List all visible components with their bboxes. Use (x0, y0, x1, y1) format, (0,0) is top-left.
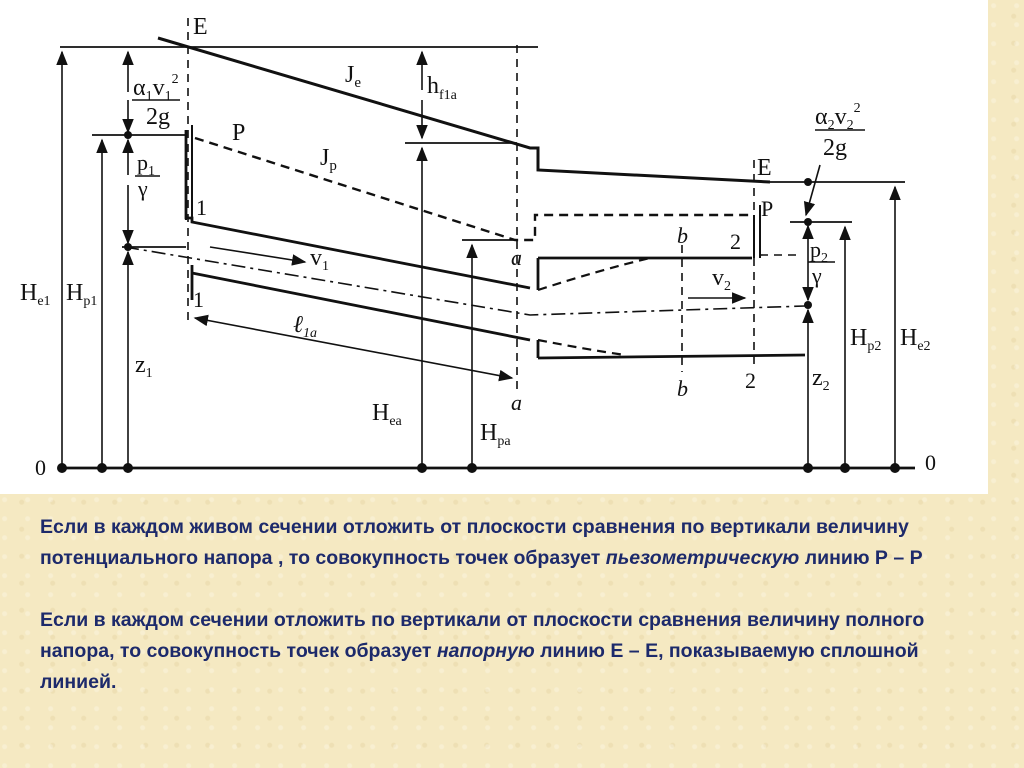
label-gamma-right: γ (811, 263, 822, 288)
pipe-bottom-wall-right (537, 353, 806, 360)
label-l1a: ℓ1a (293, 312, 317, 341)
ref-dot (804, 178, 812, 186)
diagram-canvas: E E P P Je Jp hf1a α1v12 2g α2v22 2g p1 … (20, 14, 936, 480)
label-He1: He1 (20, 280, 51, 309)
pipe-top-wall-left (184, 130, 531, 290)
paragraph-text: линию Е – Е, показываемую сплошной линие… (40, 640, 919, 693)
arrow-l1a (193, 314, 514, 382)
datum-dot (840, 463, 850, 473)
datum-dot (803, 463, 813, 473)
ref-dot (804, 218, 812, 226)
energy-line (157, 36, 771, 184)
label-p2: p2 (810, 237, 828, 266)
datum-dot (97, 463, 107, 473)
label-zero-right: 0 (925, 450, 936, 475)
label-Jp: Jp (320, 145, 337, 174)
datum-dot (467, 463, 477, 473)
label-He2: He2 (900, 325, 931, 354)
label-z1: z1 (135, 352, 153, 381)
label-2g-left: 2g (146, 104, 170, 130)
emphasis-piezometric: пьезометрическую (605, 547, 800, 569)
label-zero-left: 0 (35, 455, 46, 480)
hydraulic-diagram: E E P P Je Jp hf1a α1v12 2g α2v22 2g p1 … (0, 0, 988, 494)
label-section-2-top: 2 (730, 229, 741, 254)
label-P-right: P (761, 196, 773, 221)
datum-dot (417, 463, 427, 473)
paragraph-text: Если в каждом сечении отложить по вертик… (40, 609, 925, 662)
datum-dot (57, 463, 67, 473)
explanation-text: Если в каждом живом сечении отложить от … (40, 512, 990, 698)
label-p1: p1 (137, 150, 155, 179)
label-Je: Je (345, 62, 361, 91)
flow-contraction-bottom (537, 338, 626, 357)
label-Hp1: Hp1 (66, 280, 97, 309)
label-section-b-top: b (677, 223, 688, 248)
ref-dot (804, 301, 812, 309)
piezometric-line (194, 136, 750, 242)
label-section-b-bottom: b (677, 376, 688, 401)
label-alpha2-v2: α2v22 (815, 101, 861, 133)
flow-contraction-top (537, 256, 651, 292)
datum-dot (123, 463, 133, 473)
label-2g-right: 2g (823, 135, 847, 161)
paragraph-text: Если в каждом живом сечении отложить от … (40, 516, 909, 569)
label-section-a-top: a (511, 245, 522, 270)
label-Hea: Hea (372, 400, 403, 429)
label-Hp2: Hp2 (850, 325, 881, 354)
datum-dot (890, 463, 900, 473)
label-alpha1-v1: α1v12 (133, 72, 179, 104)
label-P-left: P (232, 120, 245, 146)
ref-dot (124, 131, 132, 139)
dim-vhead2 (803, 164, 821, 217)
label-section-a-bottom: a (511, 390, 522, 415)
paragraph-energy: Если в каждом сечении отложить по вертик… (40, 605, 990, 698)
label-gamma-left: γ (137, 176, 148, 201)
label-section-1-top: 1 (196, 195, 207, 220)
emphasis-energy: напорную (436, 640, 535, 662)
ref-dot (124, 243, 132, 251)
label-z2: z2 (812, 365, 830, 394)
label-section-1-bottom: 1 (193, 287, 204, 312)
label-E-top: E (193, 14, 208, 40)
label-v1: v1 (310, 245, 329, 274)
label-E-right: E (757, 155, 772, 181)
label-section-2-bottom: 2 (745, 368, 756, 393)
label-hf: hf1a (427, 73, 458, 103)
label-v2: v2 (712, 265, 731, 294)
paragraph-piezometric: Если в каждом живом сечении отложить от … (40, 512, 990, 574)
arrow-v1 (209, 246, 307, 266)
pipe-axis (124, 246, 806, 316)
label-Hpa: Hpa (480, 420, 511, 449)
paragraph-text: линию Р – Р (799, 547, 923, 569)
